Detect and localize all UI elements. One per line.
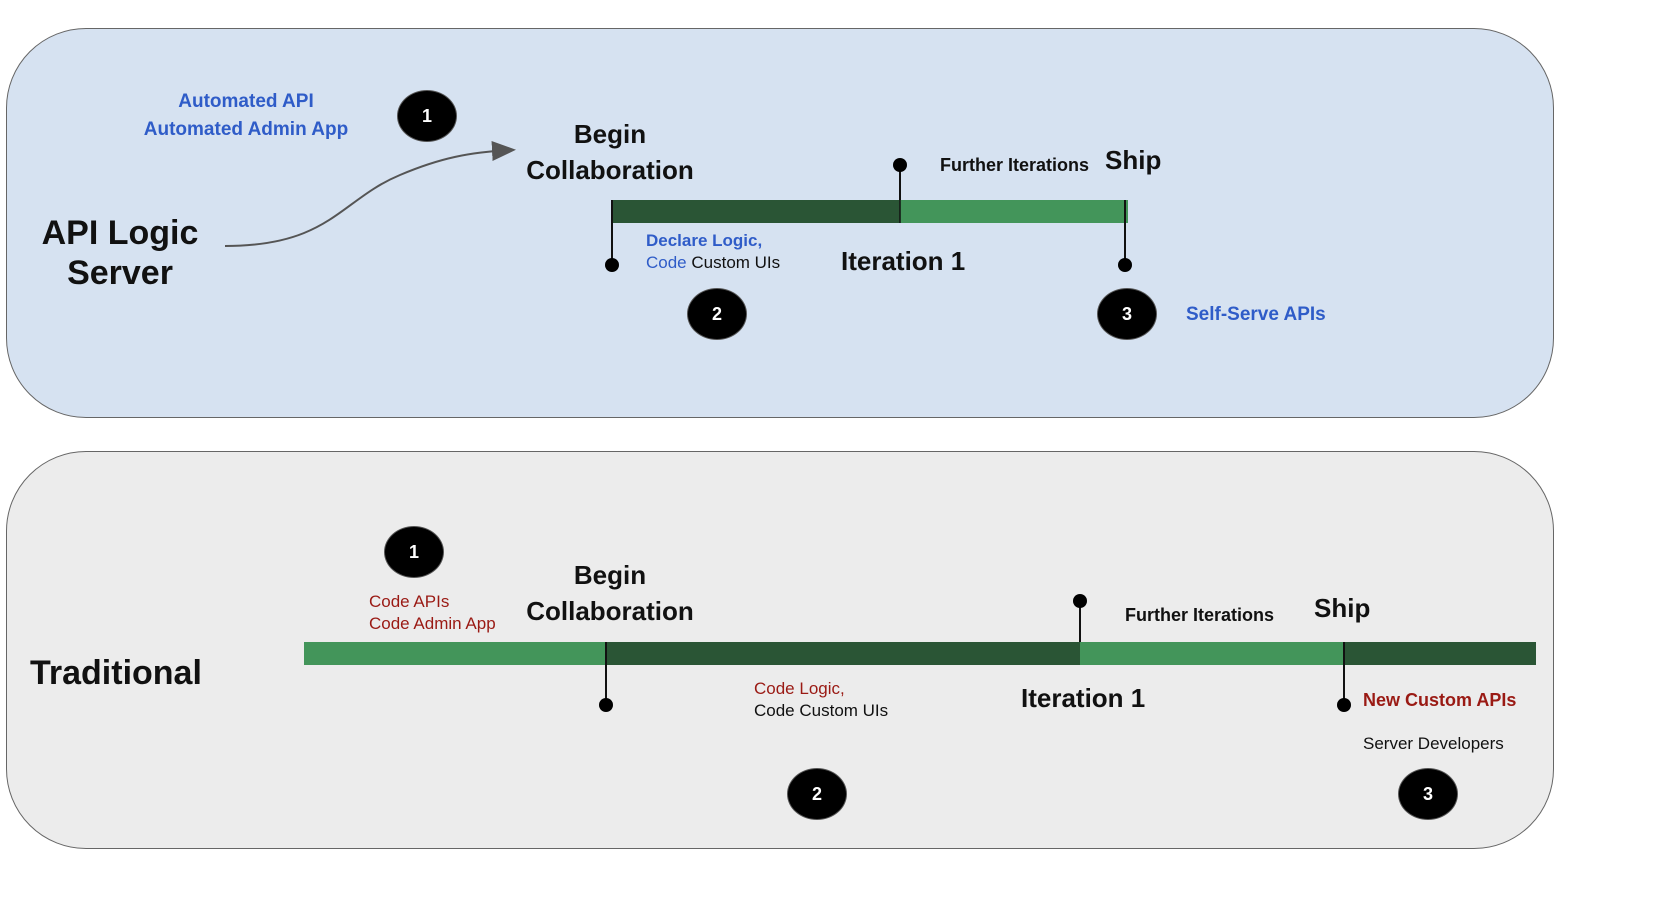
bottom-step-2-badge: 2	[787, 768, 847, 820]
top-further-dot	[893, 158, 907, 172]
top-step-1-badge: 1	[397, 90, 457, 142]
code-custom-uis-label: Code Custom UIs	[754, 701, 889, 720]
bottom-step-3-badge: 3	[1398, 768, 1458, 820]
title-line-2: Server	[67, 254, 173, 292]
bottom-begin-dot	[599, 698, 613, 712]
automation-label: Automated API Automated Admin App	[126, 88, 366, 144]
top-begin-collaboration: Begin Collaboration	[510, 116, 710, 188]
bottom-ship-dot	[1337, 698, 1351, 712]
traditional-title: Traditional	[30, 654, 202, 692]
api-logic-server-title: API Logic Server	[20, 213, 220, 293]
top-ship-dot	[1118, 258, 1132, 272]
automated-admin-label: Automated Admin App	[143, 119, 349, 140]
bottom-further-dot	[1073, 594, 1087, 608]
top-step-2-badge: 2	[687, 288, 747, 340]
top-declare-logic-note: Declare Logic, Code Custom UIs	[646, 230, 780, 274]
begin-label: Begin	[573, 560, 647, 590]
top-step-3-badge: 3	[1097, 288, 1157, 340]
self-serve-apis-label: Self-Serve APIs	[1186, 304, 1326, 325]
begin-label: Begin	[573, 119, 647, 149]
bottom-bar-dark-segment-2	[1344, 642, 1536, 665]
code-word: Code	[646, 253, 687, 272]
top-ship-label: Ship	[1105, 145, 1162, 175]
top-bar-dark-segment	[612, 200, 900, 223]
bottom-bar-dark-segment-1	[606, 642, 1080, 665]
code-admin-label: Code Admin App	[369, 614, 496, 633]
top-further-iterations: Further Iterations	[940, 155, 1090, 175]
collaboration-label: Collaboration	[526, 155, 694, 185]
top-iteration-1: Iteration 1	[841, 246, 966, 276]
bottom-code-logic-note: Code Logic, Code Custom UIs	[754, 678, 888, 722]
automated-api-label: Automated API	[178, 91, 314, 112]
bottom-step-1-badge: 1	[384, 526, 444, 578]
top-begin-dot	[605, 258, 619, 272]
bottom-bar-light-segment-2	[1080, 642, 1344, 665]
bottom-iteration-1: Iteration 1	[1021, 683, 1146, 713]
code-apis-label: Code APIs	[369, 592, 450, 611]
collaboration-label: Collaboration	[526, 596, 694, 626]
bottom-code-apis-note: Code APIs Code Admin App	[369, 591, 496, 635]
automation-arrow	[224, 140, 516, 247]
server-developers-label: Server Developers	[1363, 734, 1504, 753]
declare-logic-label: Declare Logic,	[646, 231, 763, 250]
custom-uis-label: Custom UIs	[686, 253, 781, 272]
top-bar-light-segment	[900, 200, 1128, 223]
new-custom-apis-label: New Custom APIs	[1363, 690, 1517, 710]
bottom-ship-label: Ship	[1314, 593, 1371, 623]
title-line-1: API Logic	[41, 214, 199, 252]
bottom-further-iterations: Further Iterations	[1125, 605, 1275, 625]
bottom-bar-light-segment-1	[304, 642, 606, 665]
bottom-begin-collaboration: Begin Collaboration	[510, 557, 710, 629]
code-logic-label: Code Logic,	[754, 679, 845, 698]
